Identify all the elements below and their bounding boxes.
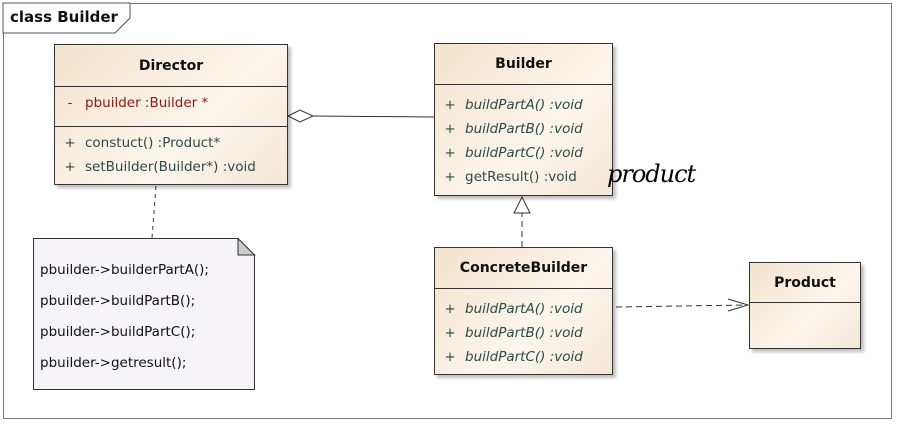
operation-row[interactable]: + setBuilder(Builder*) :void	[55, 155, 287, 179]
aggregation-line	[312, 115, 435, 118]
attributes-section: -pbuilder :Builder *	[55, 87, 287, 127]
code-note[interactable]: pbuilder->builderPartA(); pbuilder->buil…	[33, 238, 256, 390]
operation-row[interactable]: + buildPartB() :void	[435, 321, 612, 345]
operation-text: buildPartC() :void	[465, 145, 583, 161]
note-line: pbuilder->getresult();	[40, 355, 187, 371]
class-name: Builder	[435, 44, 612, 85]
visibility-marker: +	[64, 159, 76, 175]
generalization-triangle-icon	[513, 195, 531, 214]
visibility-marker: +	[444, 97, 456, 113]
operation-row[interactable]: + buildPartB() :void	[435, 117, 612, 141]
operation-text: buildPartA() :void	[465, 301, 583, 317]
operation-row[interactable]: + getResult() :void	[435, 165, 612, 189]
note-line: pbuilder->builderPartA();	[40, 262, 209, 278]
operation-row[interactable]: + buildPartC() :void	[435, 141, 612, 165]
operation-text: getResult() :void	[465, 169, 577, 185]
frame-title: class Builder	[10, 8, 118, 26]
aggregation-diamond-icon	[286, 109, 315, 123]
visibility-marker: +	[444, 121, 456, 137]
operations-section: +buildPartA() :void +buildPartB() :void …	[435, 85, 612, 189]
visibility-marker: +	[64, 135, 76, 151]
frame-tab	[2, 2, 131, 34]
operation-row[interactable]: + buildPartA() :void	[435, 93, 612, 117]
attribute-row[interactable]: -pbuilder :Builder *	[55, 91, 287, 115]
folded-corner-icon	[237, 238, 256, 256]
dependency-arrowhead-icon	[727, 298, 750, 312]
operation-text: buildPartB() :void	[465, 121, 583, 137]
operation-text: buildPartC() :void	[465, 349, 583, 365]
operation-row[interactable]: + buildPartA() :void	[435, 297, 612, 321]
note-link-line	[151, 185, 157, 239]
note-shape	[33, 238, 256, 390]
dependency-line	[615, 304, 748, 308]
note-line: pbuilder->buildPartB();	[40, 293, 196, 309]
class-director[interactable]: Director -pbuilder :Builder * + constuct(…	[54, 44, 288, 185]
attribute-text: pbuilder :Builder *	[85, 95, 209, 111]
operations-section: + constuct() :Product* + setBuilder(Builde…	[55, 127, 287, 179]
class-concrete-builder[interactable]: ConcreteBuilder + buildPartA() :void + bui…	[434, 247, 613, 375]
operation-text: buildPartA() :void	[465, 97, 583, 113]
handwritten-annotation: product	[607, 160, 696, 188]
class-name: Product	[750, 263, 860, 303]
operations-section: +buildPartA() :void +buildPartB() :void …	[435, 289, 612, 369]
class-builder[interactable]: Builder + buildPartA() :void + buildPartB(…	[434, 43, 613, 196]
diagram-frame	[3, 3, 892, 419]
visibility-marker: +	[444, 325, 456, 341]
visibility-marker: +	[444, 349, 456, 365]
note-line: pbuilder->buildPartC();	[40, 324, 196, 340]
visibility-marker: +	[444, 145, 456, 161]
class-name: ConcreteBuilder	[435, 248, 612, 289]
operation-text: constuct() :Product*	[85, 135, 221, 151]
visibility-marker: -	[67, 95, 73, 111]
operation-row[interactable]: + constuct() :Product*	[55, 131, 287, 155]
class-product[interactable]: Product	[749, 262, 861, 349]
operation-text: setBuilder(Builder*) :void	[85, 159, 256, 175]
operation-row[interactable]: + buildPartC() :void	[435, 345, 612, 369]
visibility-marker: +	[444, 169, 456, 185]
class-name: Director	[55, 45, 287, 87]
operation-text: buildPartB() :void	[465, 325, 583, 341]
visibility-marker: +	[444, 301, 456, 317]
